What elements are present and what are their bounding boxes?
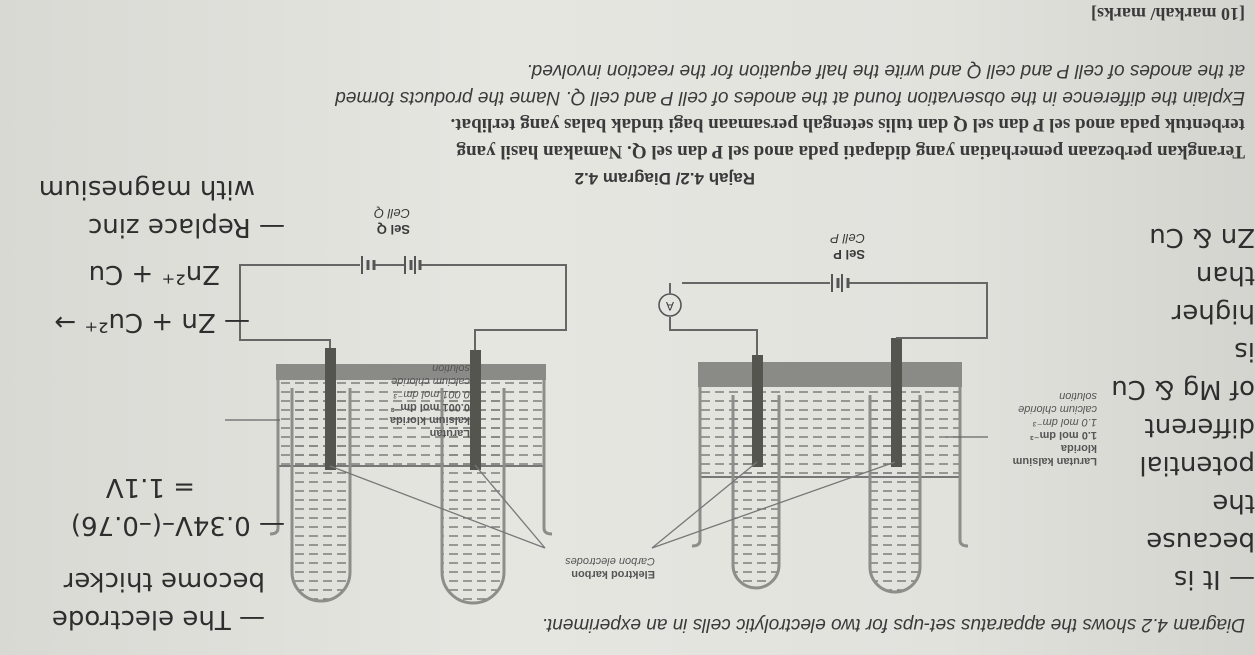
handwritten-note-replace: — Replace zinc with magnesium — [10, 170, 285, 246]
cell-q-solution-label: Larutan kalsium klorida 0.001 mol dm⁻³ 0… — [370, 355, 470, 439]
cell-q-apparatus — [225, 256, 567, 605]
cell-p-electrode-left — [752, 355, 763, 467]
cell-p-english: Cell P — [830, 231, 865, 246]
handwriting-line: — Zn + Cu²⁺ → — [54, 307, 250, 337]
handwriting-line: of Mg & Cu is — [1111, 336, 1255, 404]
handwriting-line: Zn & Cu — [1149, 222, 1255, 252]
cell-p-lid — [698, 362, 962, 387]
label-line: Larutan — [429, 427, 470, 439]
cell-q-test-tube-right — [440, 388, 506, 605]
carbon-electrode-label: Elektrod karbon Carbon electrodes — [545, 546, 655, 580]
handwriting-line: with magnesium — [38, 174, 255, 204]
handwriting-line: than — [1195, 260, 1255, 290]
handwriting-line: potential different — [1139, 412, 1255, 480]
label-line: 1.0 mol dm⁻³ — [1030, 429, 1097, 441]
label-line: 0.001 mol dm⁻³ — [393, 388, 470, 400]
ammeter-label: A — [666, 299, 675, 313]
diagram-caption: Rajah 4.2/ Diagram 4.2 — [574, 169, 755, 188]
cell-p-test-tube-left — [731, 395, 781, 590]
cell-q-label: Sel Q Cell Q — [360, 203, 410, 237]
handwriting-line: become thicker — [63, 566, 265, 596]
cell-p-malay: Sel P — [833, 247, 865, 262]
label-line: Larutan kalsium — [1012, 455, 1097, 467]
handwriting-line: Zn²⁺ + Cu — [88, 259, 220, 289]
label-line: solution — [432, 362, 470, 374]
cell-q-electrode-right — [470, 350, 481, 470]
handwriting-line: higher — [1171, 298, 1255, 328]
cell-q-wire — [239, 264, 567, 350]
handwritten-note-equation: — Zn + Cu²⁺ → Zn²⁺ + Cu — [10, 250, 250, 346]
label-line: solution — [1059, 390, 1097, 402]
cell-p-beaker-wall — [691, 387, 969, 548]
label-line: 1.0 mol dm⁻³ — [1033, 416, 1097, 428]
cell-p-solution-label: Larutan kalsium klorida 1.0 mol dm⁻³ 1.0… — [992, 383, 1097, 467]
cell-q-english: Cell Q — [373, 206, 410, 221]
cell-q-malay: Sel Q — [376, 222, 410, 237]
label-line: klorida — [1060, 442, 1097, 454]
handwriting-line: = 1.1V — [105, 472, 195, 502]
cell-q-electrode-left — [325, 348, 336, 470]
label-line: kalsium klorida — [389, 414, 470, 426]
cell-p-apparatus — [658, 274, 988, 594]
marks-label: [10 markah/ marks] — [1091, 4, 1245, 24]
label-line: 0.001 mol dm⁻³ — [390, 401, 470, 413]
cell-q-battery-icon — [361, 256, 422, 274]
cell-p-label: Sel P Cell P — [815, 228, 865, 262]
electrode-leader-lines — [329, 461, 896, 549]
cell-p-electrode-right — [891, 338, 902, 467]
cell-q-test-tube-left — [290, 388, 352, 603]
label-line: calcium chloride — [1018, 403, 1097, 415]
electrode-label-malay: Elektrod karbon — [571, 568, 655, 580]
intro-text: Diagram 4.2 shows the apparatus set-ups … — [541, 614, 1245, 635]
question-text: Terangkan perbezaan pemerhatian yang did… — [230, 30, 1245, 165]
question-malay-line: terbentuk pada anod sel P dan sel Q dan … — [450, 114, 1245, 135]
handwritten-note-explanation: — It is because the potential different … — [1102, 174, 1255, 598]
question-malay-line: Terangkan perbezaan pemerhatian yang did… — [456, 141, 1245, 162]
cell-p-test-tube-right — [868, 395, 922, 594]
question-english-line: Explain the difference in the observatio… — [335, 87, 1245, 108]
cell-p-wire — [669, 282, 988, 355]
handwriting-line: — Replace zinc — [87, 212, 285, 242]
handwriting-line: — The electrode — [51, 604, 265, 634]
question-english-line: at the anodes of cell P and cell Q and w… — [526, 60, 1245, 81]
cell-q-beaker-wall — [269, 380, 553, 536]
handwriting-line: — 0.34V–(–0.76) — [70, 510, 285, 540]
handwritten-note-emf: — 0.34V–(–0.76) = 1.1V — [15, 468, 285, 544]
label-line: calcium chloride — [391, 375, 470, 387]
cell-p-battery-icon — [831, 274, 850, 292]
handwritten-note-electrode: — The electrode become thicker — [5, 562, 265, 638]
electrode-label-english: Carbon electrodes — [565, 555, 655, 567]
handwriting-line: — It is because the — [1146, 488, 1255, 594]
